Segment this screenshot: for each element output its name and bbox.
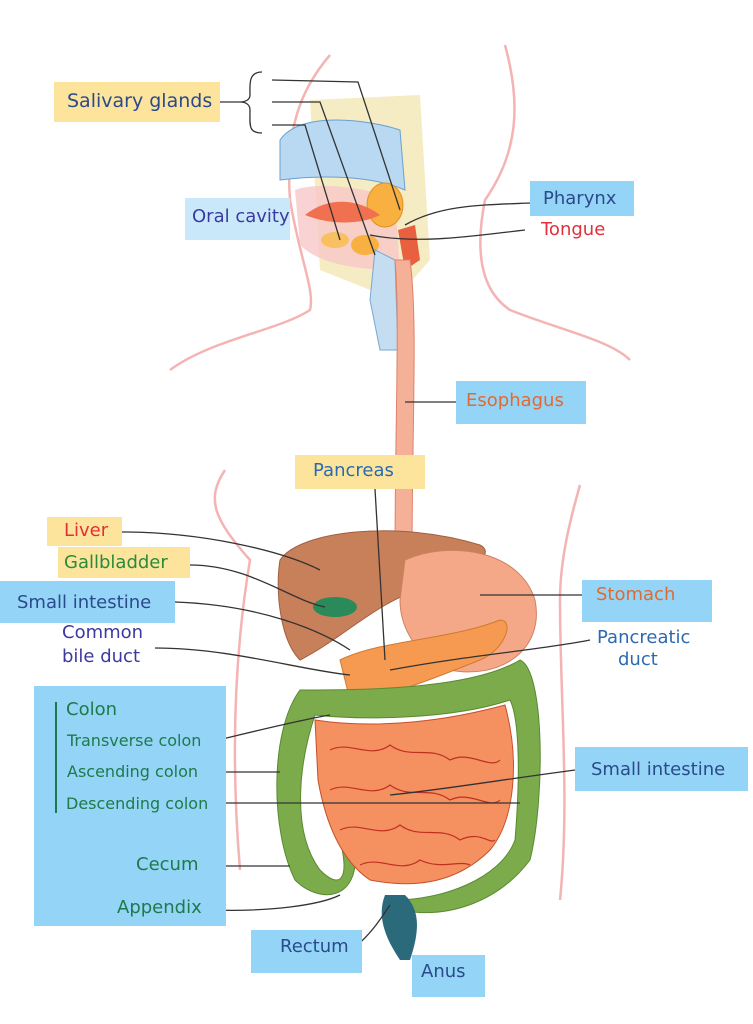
oral-cavity-label-box	[185, 198, 290, 240]
intestine-folds	[329, 744, 501, 867]
gallbladder-label: Gallbladder	[64, 552, 168, 573]
gallbladder	[313, 597, 357, 617]
pancreas-label: Pancreas	[313, 460, 394, 481]
body-outline	[169, 44, 631, 901]
anus-label-box	[412, 955, 485, 997]
rectum	[381, 895, 417, 960]
small-intestine-right-label-box	[575, 747, 748, 791]
esophagus-label: Esophagus	[466, 390, 564, 411]
salivary-glands-label: Salivary glands	[67, 90, 213, 112]
rectum-label-box	[251, 930, 362, 973]
liver-label: Liver	[64, 520, 109, 541]
stomach-label: Stomach	[596, 584, 676, 605]
small-intestine-right-label: Small intestine	[591, 759, 726, 780]
liver-label-box	[47, 517, 122, 546]
colon-label-box	[34, 686, 226, 926]
small-intestine-left-label-box	[0, 581, 175, 623]
common-bile-duct-label-line1: Common	[62, 622, 144, 643]
ascending-colon-label: Ascending colon	[67, 762, 199, 781]
salivary-glands-label-box	[54, 82, 220, 122]
pancreatic-duct-label-line1: Pancreatic	[597, 627, 691, 648]
common-bile-duct-label-line2: bile duct	[62, 646, 141, 667]
appendix-label: Appendix	[117, 897, 202, 918]
anus-label: Anus	[421, 961, 466, 982]
transverse-colon-label: Transverse colon	[67, 731, 202, 750]
colon-group-bracket	[55, 702, 57, 813]
pharynx-label-box	[530, 181, 634, 216]
cecum-label: Cecum	[136, 854, 199, 875]
tongue-label: Tongue	[541, 219, 606, 240]
pancreatic-duct-label-line2: duct	[618, 649, 658, 670]
esophagus	[394, 259, 415, 561]
leader-lines	[121, 71, 591, 948]
colon-label: Colon	[66, 699, 118, 720]
pharynx-label: Pharynx	[543, 188, 617, 209]
esophagus-label-box	[456, 381, 586, 424]
small-intestine-left-label: Small intestine	[17, 592, 152, 613]
oral-cavity-label: Oral cavity	[192, 206, 290, 227]
pancreas-label-box	[295, 455, 425, 489]
gallbladder-label-box	[58, 547, 190, 578]
stomach-label-box	[582, 580, 712, 622]
head-cross-section	[279, 95, 430, 351]
descending-colon-label: Descending colon	[66, 794, 209, 813]
rectum-label: Rectum	[280, 936, 349, 957]
